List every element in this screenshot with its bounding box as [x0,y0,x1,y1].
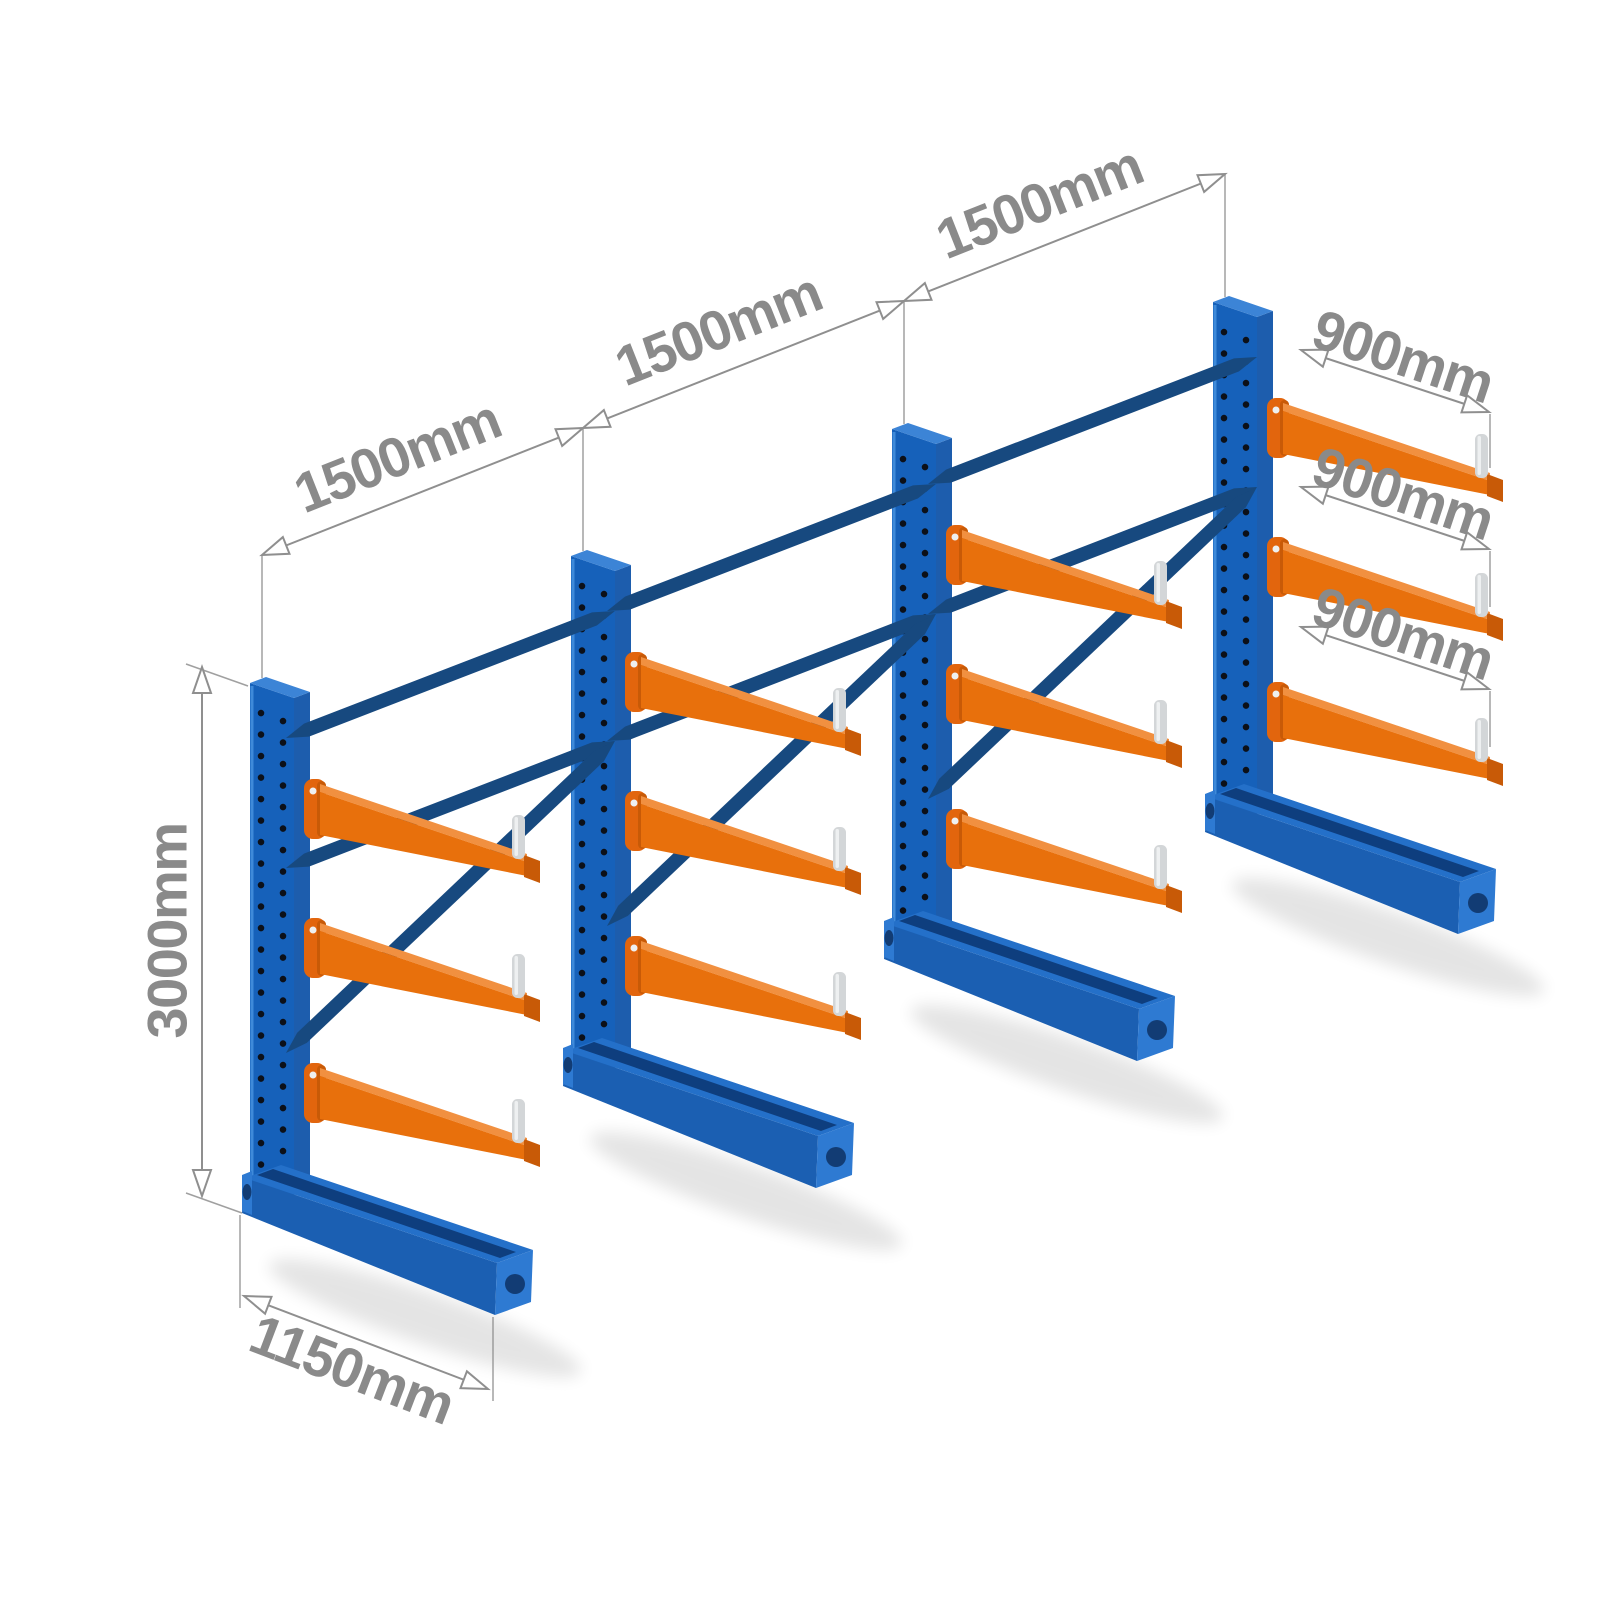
dimension-label-bay-2: 1500mm [606,260,829,398]
dimension-label-bay-3: 1500mm [927,133,1150,271]
shadow-layer [268,877,1545,1378]
dimensions-layer: 1500mm 1500mm 1500mm 900mm 900mm 900mm [136,133,1501,1436]
dimension-upright-height: 3000mm [136,663,249,1214]
extension-line [185,1192,243,1214]
dimension-line [1300,626,1490,690]
dimension-arm-lengths: 900mm 900mm 900mm [1297,297,1501,747]
base-shadow [589,1131,903,1251]
dimension-label-arm-1: 900mm [1305,297,1501,415]
base-shadow [910,1004,1224,1124]
dimension-label-bay-1: 1500mm [285,387,508,525]
base-shadow [1231,877,1545,997]
dimension-line [243,1295,489,1390]
extension-line [185,663,249,687]
base-shadow [268,1258,582,1378]
dimension-label-height: 3000mm [136,823,199,1038]
dimension-line [261,173,1226,556]
dimension-line [1300,486,1490,550]
dimension-line [1300,349,1490,413]
